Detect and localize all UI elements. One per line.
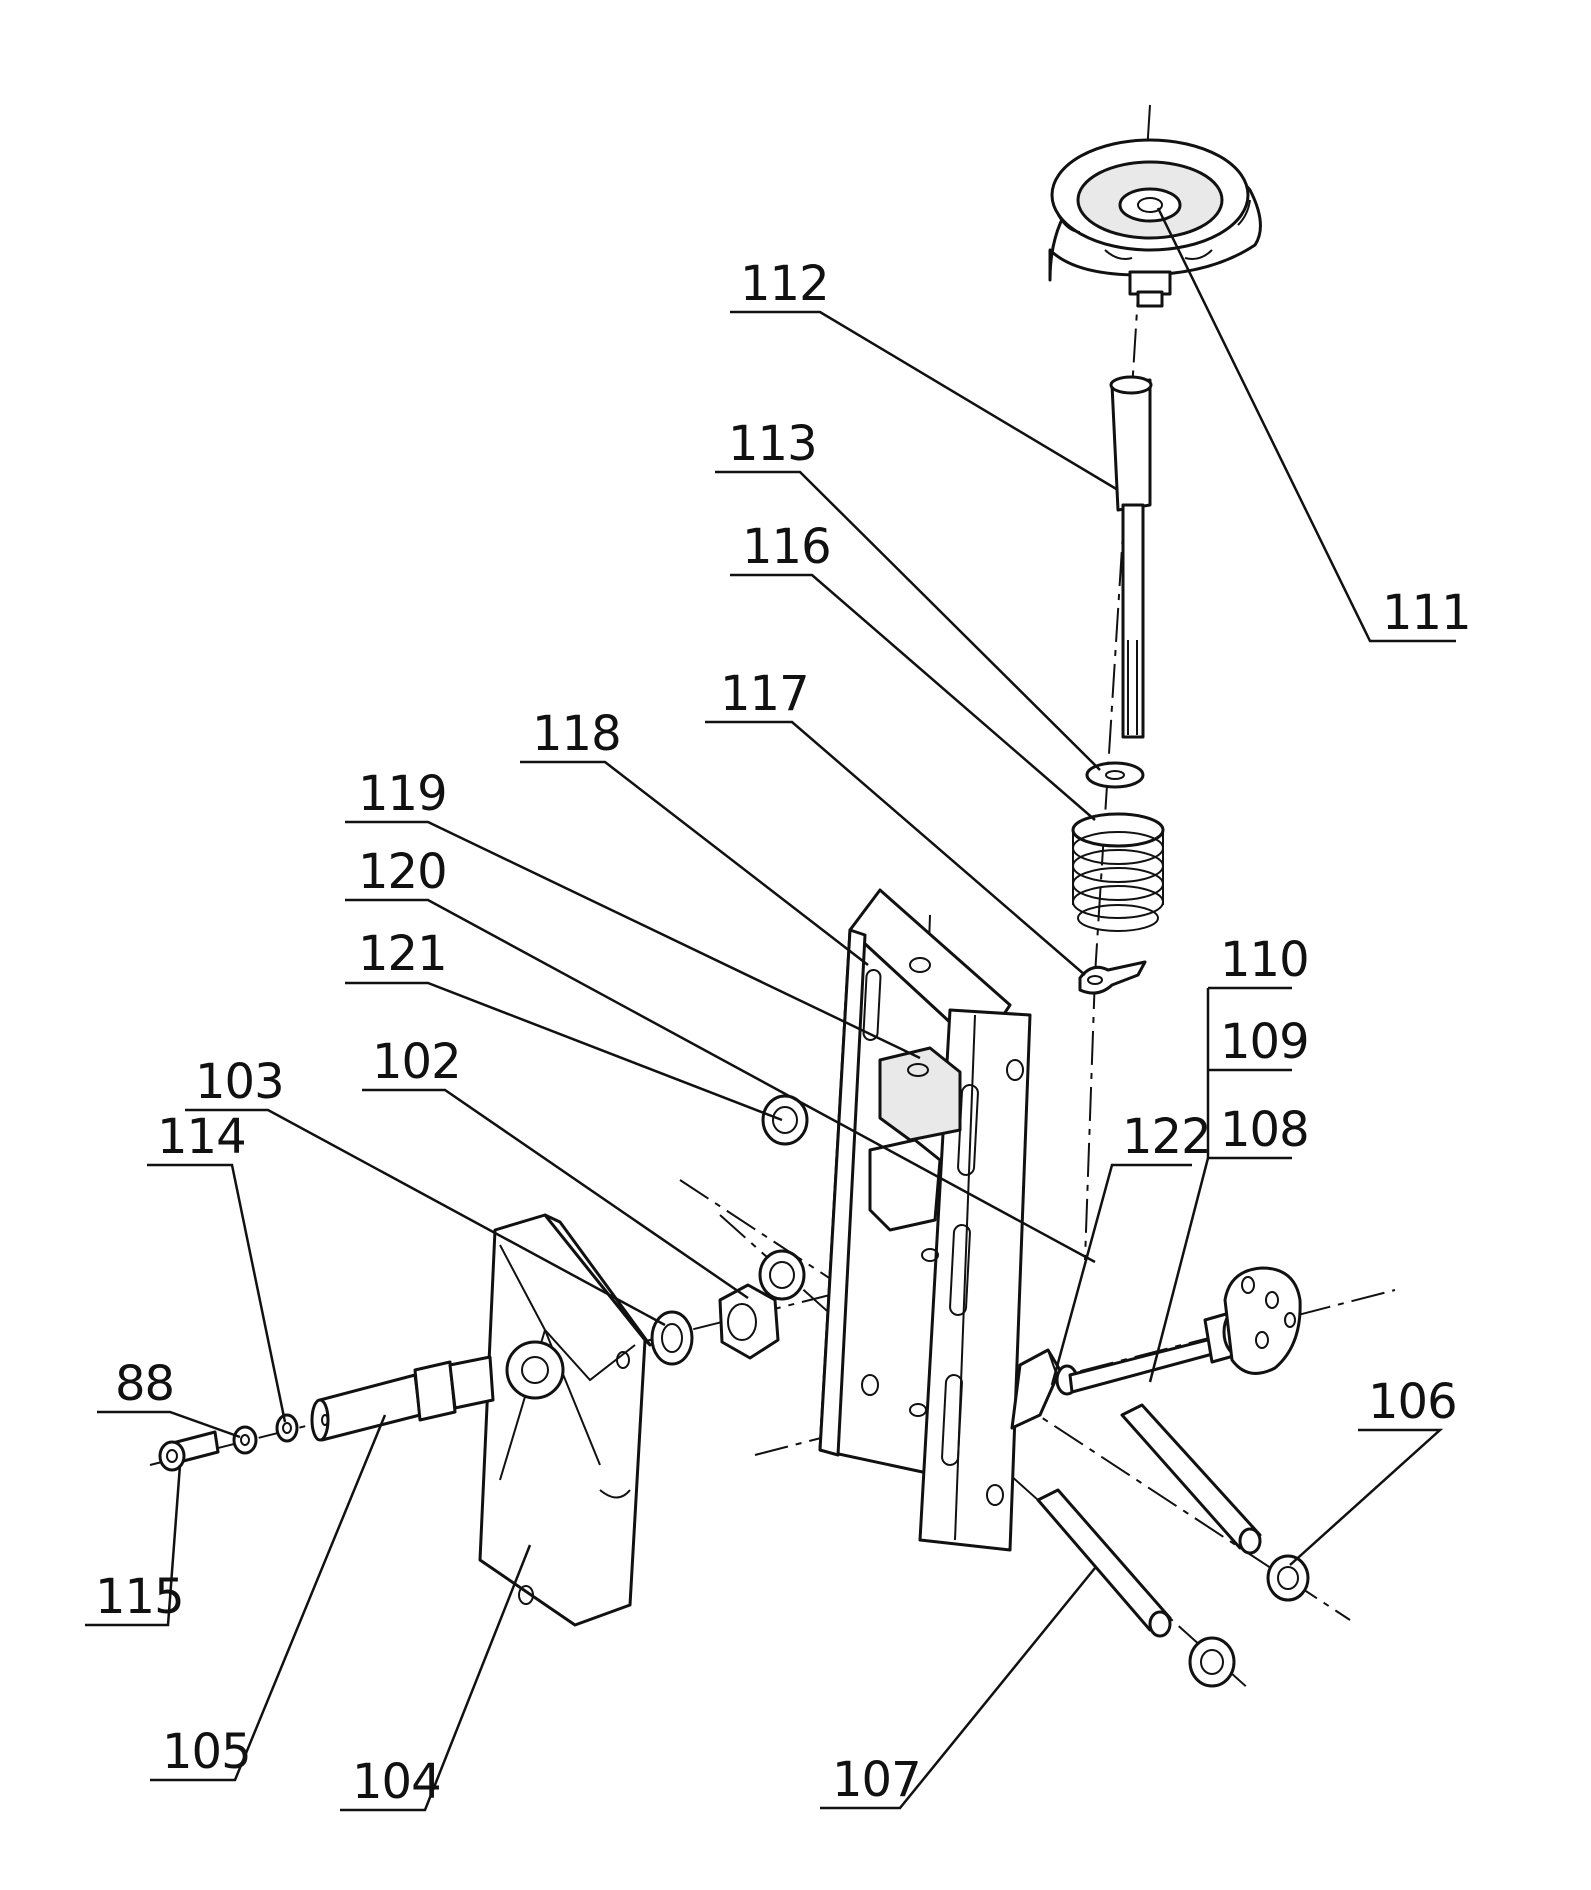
circlip-lower <box>1188 1636 1236 1688</box>
label-107: 107 <box>832 1752 921 1808</box>
label-113: 113 <box>728 416 817 472</box>
clip-117 <box>1078 960 1147 995</box>
label-111: 111 <box>1382 585 1471 641</box>
label-115: 115 <box>95 1569 184 1625</box>
circlip-102 <box>758 1249 806 1301</box>
circlip-121 <box>761 1094 809 1146</box>
label-122: 122 <box>1122 1109 1211 1165</box>
knob-rod-108 <box>1068 1266 1302 1394</box>
label-116: 116 <box>742 519 831 575</box>
callout-labels: 112 113 116 117 118 119 120 121 103 102 … <box>95 256 1472 1810</box>
label-103: 103 <box>195 1054 284 1110</box>
label-106: 106 <box>1368 1374 1457 1430</box>
label-104: 104 <box>352 1754 441 1810</box>
label-120: 120 <box>358 844 447 900</box>
label-121: 121 <box>358 926 447 982</box>
pin-107 <box>1036 1488 1172 1638</box>
hand-wheel-111 <box>1048 138 1262 308</box>
circlip-106 <box>1266 1554 1310 1602</box>
label-112: 112 <box>740 256 829 312</box>
washer-113 <box>1085 761 1145 789</box>
label-110: 110 <box>1220 932 1309 988</box>
leader-lines <box>85 207 1456 1812</box>
cap-screw-115 <box>158 1430 220 1472</box>
washer-near-nut <box>650 1310 694 1366</box>
label-114: 114 <box>157 1109 246 1165</box>
washer-114 <box>275 1413 299 1443</box>
label-117: 117 <box>720 666 809 722</box>
label-88: 88 <box>115 1356 174 1412</box>
label-109: 109 <box>1220 1014 1309 1070</box>
shaft-112 <box>1109 375 1153 739</box>
latch-122 <box>1010 1348 1079 1430</box>
clamp-plate-104 <box>478 1213 652 1627</box>
hex-nut-103 <box>718 1283 780 1360</box>
label-118: 118 <box>532 706 621 762</box>
label-105: 105 <box>162 1724 251 1780</box>
rail-bracket-118 <box>818 888 1032 1552</box>
pin-upper <box>1120 1403 1262 1555</box>
center-lines <box>149 104 1396 1691</box>
label-102: 102 <box>372 1034 461 1090</box>
label-108: 108 <box>1220 1102 1309 1158</box>
label-119: 119 <box>358 766 447 822</box>
spring-116 <box>1071 812 1165 932</box>
washer-88 <box>232 1425 258 1455</box>
stud-105 <box>310 1355 495 1442</box>
